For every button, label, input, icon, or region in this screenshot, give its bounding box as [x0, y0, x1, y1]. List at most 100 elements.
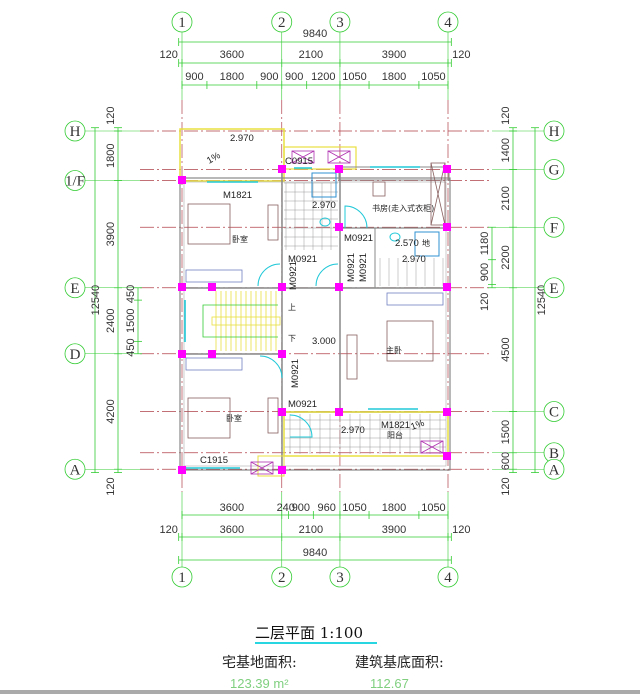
room-balcony: 阳台	[387, 430, 403, 440]
building-walls	[178, 128, 451, 477]
dimension-text: 120	[105, 477, 117, 495]
column	[443, 223, 451, 231]
dimension-text: 900	[185, 71, 203, 83]
dimension-text: 1800	[105, 144, 117, 168]
column	[335, 223, 343, 231]
dimension-text: 1400	[500, 138, 512, 162]
dimension-text: 120	[452, 49, 470, 61]
dimension-text: 900	[292, 502, 310, 514]
axis-bubble	[64, 277, 86, 299]
master-bed	[386, 320, 434, 362]
dimension-text: 9840	[303, 28, 327, 40]
door-label: M0921	[358, 253, 369, 282]
axis-bubble	[271, 11, 293, 33]
room-bedroom-top: 卧室	[232, 234, 248, 244]
dimension-text: 9840	[303, 547, 327, 559]
column	[178, 176, 186, 184]
axis-label: B	[549, 446, 559, 462]
axis-label: F	[550, 220, 558, 236]
axis-bubble	[271, 566, 293, 588]
axis-label: 3	[336, 570, 344, 586]
dimension-text: 1050	[342, 502, 366, 514]
door-label: M0921	[344, 233, 373, 244]
column	[335, 165, 343, 173]
dimension-text: 2100	[299, 49, 323, 61]
dimension-text: 120	[479, 293, 491, 311]
bed-top	[187, 203, 231, 245]
door-label: M0921	[288, 261, 299, 290]
axis-label: D	[70, 347, 81, 363]
column	[443, 408, 451, 416]
column	[178, 466, 186, 474]
door-label: M1821	[381, 420, 410, 431]
elevation-balcony-bottom: 2.970	[341, 425, 365, 436]
axis-label: E	[549, 281, 558, 297]
axis-label: H	[70, 124, 81, 140]
dimension-text: 1050	[421, 71, 445, 83]
axis-bubble	[171, 11, 193, 33]
axis-label: C	[549, 405, 559, 421]
axis-label: 2	[278, 570, 286, 586]
windows	[184, 166, 420, 469]
axis-label: 2	[278, 15, 286, 31]
room-master-bedroom: 主卧	[386, 345, 402, 355]
dimension-text: 120	[159, 524, 177, 536]
dimension-text: 3900	[105, 222, 117, 246]
dimension-text: 4200	[105, 399, 117, 423]
dimension-text: 1050	[421, 502, 445, 514]
axis-bubble	[171, 566, 193, 588]
axis-bubble	[329, 566, 351, 588]
room-bedroom-bottom: 卧室	[226, 413, 242, 423]
column	[278, 165, 286, 173]
dimension-text: 1800	[382, 502, 406, 514]
axis-bubble	[543, 120, 565, 142]
axis-bubble	[329, 11, 351, 33]
staircase	[202, 291, 281, 351]
dimension-text: 3900	[382, 524, 406, 536]
column	[178, 283, 186, 291]
dimension-text: 3600	[220, 49, 244, 61]
axis-label: 1	[178, 15, 186, 31]
dimension-text: 900	[260, 71, 278, 83]
dimension-text: 120	[105, 107, 117, 125]
axis-label: H	[549, 124, 560, 140]
axis-bubble	[64, 120, 86, 142]
axis-label: 4	[444, 15, 452, 31]
dimension-text: 3600	[220, 502, 244, 514]
axis-bubble	[543, 277, 565, 299]
axis-bubble	[543, 216, 565, 238]
dimension-text: 120	[452, 524, 470, 536]
axis-bubble	[64, 343, 86, 365]
wardrobe	[267, 204, 279, 241]
dimension-text: 1500	[500, 420, 512, 444]
dimension-text: 2100	[299, 524, 323, 536]
axis-label: 1	[178, 570, 186, 586]
dimension-text: 2200	[500, 245, 512, 269]
dimension-text: 900	[285, 71, 303, 83]
axis-bubble	[64, 170, 86, 191]
dimension-text: 120	[159, 49, 177, 61]
column	[278, 408, 286, 416]
axis-grid-lines	[85, 32, 544, 567]
door-label: M0921	[288, 254, 317, 265]
axis-bubble	[437, 11, 459, 33]
dimension-text: 1800	[382, 71, 406, 83]
title-underline	[255, 642, 377, 644]
dimension-text: 4500	[500, 337, 512, 361]
dimension-text: 900	[479, 263, 491, 281]
window-label: C1915	[200, 455, 228, 466]
structural-columns	[178, 165, 451, 474]
dimension-text: 450	[125, 338, 137, 356]
axis-label: E	[70, 281, 79, 297]
door-label: M0921	[288, 399, 317, 410]
column	[443, 283, 451, 291]
balcony-bottom	[283, 411, 449, 457]
bath-balcony-top	[283, 146, 357, 170]
floor-drain-label: 地	[422, 238, 430, 248]
door-label: M0921	[346, 253, 357, 282]
building-area-value: 112.67	[370, 676, 409, 691]
building-area-label: 建筑基底面积:	[355, 655, 444, 671]
column	[443, 452, 451, 460]
dimension-text: 1800	[220, 71, 244, 83]
